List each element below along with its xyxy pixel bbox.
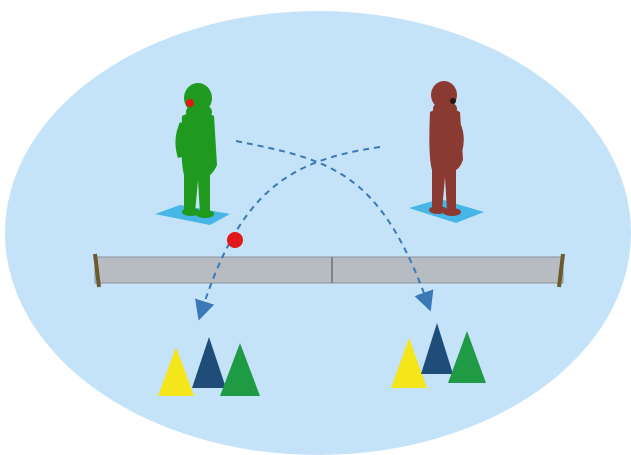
left-player-face-dot [186, 99, 194, 107]
cone-green-right [448, 331, 486, 383]
net-band [94, 256, 564, 284]
net-post-left [93, 253, 101, 288]
cone-blue-right [421, 323, 453, 374]
cone-yellow-left [158, 347, 194, 396]
cone-yellow-right [391, 338, 427, 388]
cone-group-left-icon [158, 337, 260, 396]
right-player-face-dot [450, 98, 456, 104]
cone-group-right-icon [391, 323, 486, 388]
background-ellipse [5, 11, 631, 455]
ball-icon [227, 232, 243, 248]
net-post-right [557, 253, 565, 288]
cone-blue-left [192, 337, 226, 388]
trajectory-to-right-cones [235, 140, 434, 312]
cone-green-left [220, 343, 260, 396]
trajectory-to-left-cones [195, 146, 381, 321]
player-left-figure-icon [175, 83, 217, 218]
